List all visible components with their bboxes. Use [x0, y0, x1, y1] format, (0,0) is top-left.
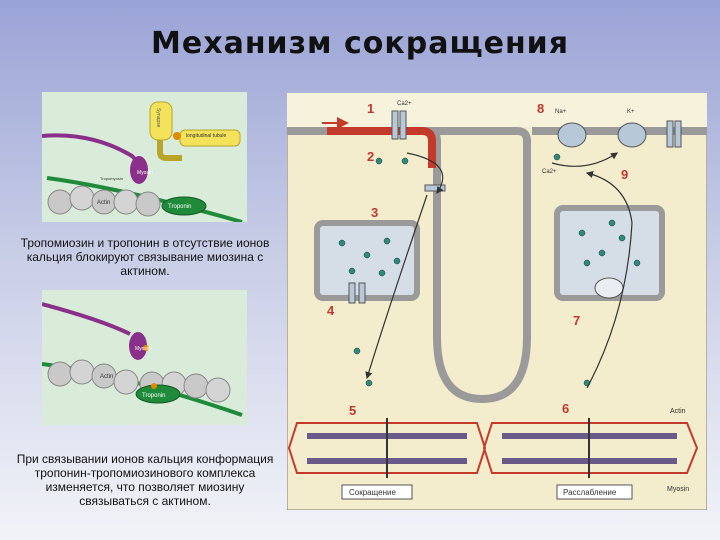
- step-number-2: 2: [367, 149, 374, 164]
- myosin-label: Myosin: [137, 170, 153, 176]
- blocked-binding-illustration: Synapse longitudinal tubule Myosin Tropo…: [41, 92, 247, 224]
- contraction-label: Сокращение: [349, 488, 396, 497]
- step-number-4: 4: [327, 303, 335, 318]
- ion-label-na: Na+: [555, 109, 567, 115]
- na-k-pump: [617, 122, 647, 148]
- k-channel: [674, 120, 682, 148]
- ion-label-k: K+: [627, 109, 635, 115]
- actin-label: Actin: [670, 408, 686, 415]
- calcium-ion: [151, 383, 157, 389]
- troponin: [135, 384, 181, 404]
- myosin-label: Myosin: [135, 346, 151, 352]
- contraction-mechanism-diagram: 1 2 3 4 5 6 7 8 9 Ca2+ Na+ K+ Ca2+: [286, 92, 708, 511]
- calcium-ions: [338, 153, 641, 387]
- myosin-head: [129, 332, 147, 360]
- caption-with-calcium: При связывании ионов кальция конформация…: [16, 452, 274, 508]
- sarcoplasmic-reticulum-left: [314, 220, 420, 301]
- relaxation-box: [556, 484, 633, 500]
- ca-channel: [391, 110, 399, 140]
- flow-arrow: [551, 152, 618, 167]
- step-number-8: 8: [537, 101, 544, 116]
- myosin-label: Myosin: [667, 486, 689, 493]
- sarcomere-contracted: [287, 418, 487, 478]
- myosin-tail: [41, 133, 140, 164]
- tubule-label: longitudinal tubule: [186, 133, 227, 139]
- relaxation-label: Расслабление: [563, 488, 617, 497]
- contraction-box: [341, 484, 413, 500]
- step-number-5: 5: [349, 403, 356, 418]
- troponin-label: Troponin: [142, 393, 165, 399]
- myosin-tail: [41, 302, 131, 336]
- voltage-sensor-curve: [387, 127, 436, 168]
- myosin-head: [130, 156, 148, 184]
- ryanodine-receptor: [424, 184, 446, 192]
- synapse-terminal: [149, 101, 241, 161]
- actin-label: Actin: [100, 374, 113, 380]
- na-ca-exchanger: [557, 122, 587, 148]
- ca-release-channel: [358, 282, 366, 304]
- calcium-ion: [143, 345, 149, 351]
- troponin-label: Troponin: [168, 204, 191, 210]
- flow-arrow: [585, 170, 633, 389]
- ca-channel: [399, 110, 407, 140]
- page-title: Механизм сокращения: [151, 26, 569, 61]
- step-number-1: 1: [367, 101, 374, 116]
- ca-release-channel: [348, 282, 356, 304]
- ion-label-ca2: Ca2+: [542, 169, 557, 175]
- ca-pump: [594, 277, 624, 299]
- step-number-6: 6: [562, 401, 569, 416]
- t-tubule-membrane: [287, 127, 531, 404]
- sarcomere-relaxed: [482, 418, 699, 478]
- flow-arrow: [406, 152, 444, 194]
- actin-filament: [47, 185, 161, 217]
- step-number-7: 7: [573, 313, 580, 328]
- tropomyosin-label: Tropomyosin: [100, 176, 123, 181]
- troponin: [161, 196, 207, 216]
- step-number-9: 9: [621, 167, 628, 182]
- synapse-label: Synapse: [155, 108, 161, 128]
- voltage-sensor-segment: [327, 127, 387, 135]
- caption-no-calcium: Тропомиозин и тропонин в отсутствие ионо…: [20, 236, 270, 278]
- actin-label: Actin: [97, 200, 110, 206]
- calcium-binding-illustration: Myosin Actin Troponin: [41, 290, 247, 425]
- k-channel: [666, 120, 674, 148]
- flow-arrow: [365, 194, 428, 380]
- ion-label-ca: Ca2+: [397, 101, 412, 107]
- step-number-3: 3: [371, 205, 378, 220]
- actin-filament: [47, 359, 231, 403]
